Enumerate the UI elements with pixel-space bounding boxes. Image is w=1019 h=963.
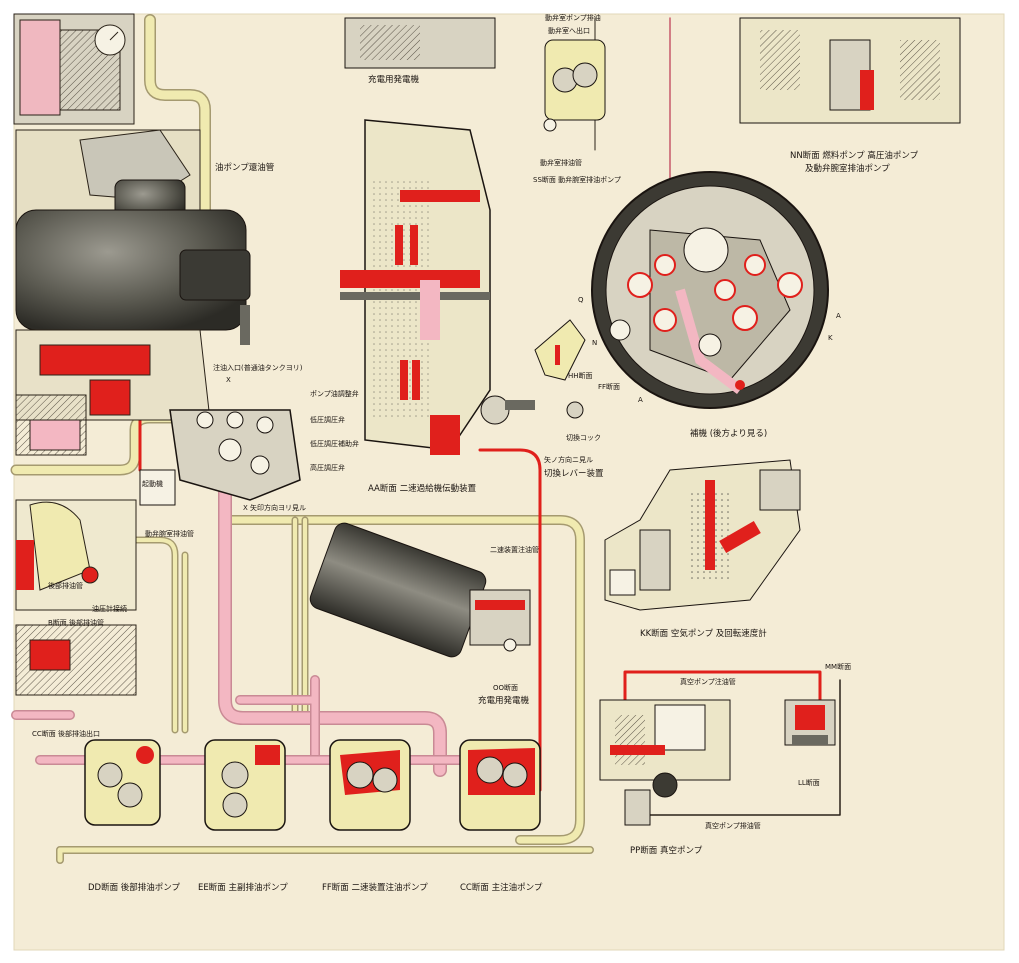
mm-section <box>784 699 836 746</box>
label-relief-valve: ポンプ油調整弁 <box>310 389 359 398</box>
label-ff-section: FF断面 <box>598 382 620 391</box>
label-selector-switch: 切換コック <box>566 433 601 442</box>
aa-section-drive <box>340 119 535 455</box>
vacuum-drain-pipe <box>639 679 841 816</box>
labels: 充電用発電機 油ポンプ還油管 動弁室ポンプ排油 動弁室へ出口 動弁室排油管 SS… <box>32 13 919 893</box>
label-oil-inlet: 注油入口(普通油タンクヨリ) <box>213 363 303 372</box>
label-vacuum-oil-pipe: 真空ポンプ注油管 <box>680 677 736 686</box>
label-x-mark: X <box>226 376 231 384</box>
kk-section <box>604 459 801 611</box>
label-high-pressure: 高圧調圧弁 <box>310 463 345 472</box>
label-oo-section: OO断面 <box>493 683 518 692</box>
label-gen-top: 充電用発電機 <box>368 74 420 85</box>
label-lever-arrow-note: 矢ノ方向ニ見ル <box>544 455 593 464</box>
pressure-pipe-right <box>478 448 542 792</box>
label-hh-section: HH断面 <box>568 371 593 380</box>
label-a-mark: A <box>638 396 643 404</box>
pp-section-vacuum <box>599 699 731 826</box>
label-two-speed-pipe: 二速装置注油管 <box>490 545 539 554</box>
label-q-mark: Q <box>578 296 584 304</box>
accessory-gear-case <box>591 171 829 409</box>
label-cc-scavenge-outlet: CC断面 後部排油出口 <box>32 729 100 738</box>
label-starter: 起動機 <box>142 479 163 488</box>
label-low-pressure-aux: 低圧調圧補助弁 <box>310 439 359 448</box>
top-parts <box>344 17 961 132</box>
label-b-section: B断面 後部排油管 <box>48 618 104 627</box>
label-aa-section: AA断面 二速過給機伝動装置 <box>368 483 477 494</box>
label-nn-section-2: 及動弁腕室排油ポンプ <box>805 163 890 174</box>
label-pressure-out: 油圧計接続 <box>92 604 127 613</box>
pressure-pipe-vacuum <box>623 670 822 702</box>
label-ee-section: EE断面 主副排油ポンプ <box>198 882 288 893</box>
label-vacuum-drain: 真空ポンプ排油管 <box>705 821 761 830</box>
label-drive-scavenge: 動弁腕室排油管 <box>145 529 194 538</box>
hh-section <box>534 319 586 419</box>
label-scavenge-top2: 動弁室へ出口 <box>548 26 590 35</box>
pump-ff <box>329 739 411 831</box>
label-accessory-gear: 補機 (後方より見る) <box>690 428 767 439</box>
label-generator: 充電用発電機 <box>478 695 530 706</box>
label-ss-section: SS断面 動弁腕室排油ポンプ <box>533 175 621 184</box>
label-ll-section: LL断面 <box>798 778 820 787</box>
engine-accessories-left <box>13 13 251 696</box>
label-pp-section: PP断面 真空ポンプ <box>630 845 703 856</box>
label-kk-section: KK断面 空気ポンプ 及回転速度計 <box>640 628 767 639</box>
label-shift-lever: 切換レバー装置 <box>544 468 604 479</box>
label-dd-section: DD断面 後部排油ポンプ <box>88 882 181 893</box>
label-low-pressure: 低圧調圧弁 <box>310 415 345 424</box>
generator-oo <box>309 522 531 658</box>
label-cc-main-oil: CC断面 主注油ポンプ <box>460 882 543 893</box>
label-rear-scavenge: 後部排油管 <box>48 581 83 590</box>
label-x-note: X 矢印方向ヨリ見ル <box>243 503 306 512</box>
label-ff-two-speed: FF断面 二速装置注油ポンプ <box>322 882 428 893</box>
pump-cc <box>459 739 541 831</box>
label-mm-section: MM断面 <box>825 662 851 671</box>
pressure-valve-block <box>139 409 301 506</box>
label-a-mark2: A <box>836 312 841 320</box>
label-k-mark: K <box>828 334 833 342</box>
pump-dd <box>84 739 161 826</box>
label-pump-return-pipe: 油ポンプ還油管 <box>215 162 274 173</box>
label-n-mark: N <box>592 339 597 347</box>
label-nn-section-1: NN断面 燃料ポンプ 高圧油ポンプ <box>790 150 919 161</box>
label-ss-scavenge-pipe: 動弁室排油管 <box>540 158 582 167</box>
label-scavenge-top: 動弁室ポンプ排油 <box>545 13 601 22</box>
pump-ee <box>204 739 286 831</box>
